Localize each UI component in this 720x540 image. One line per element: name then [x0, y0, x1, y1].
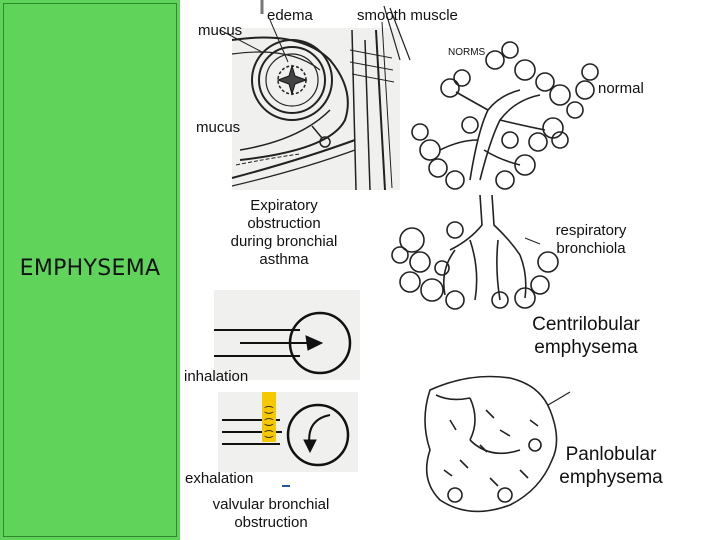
sidebar-panel: EMPHYSEMA — [0, 0, 180, 540]
centrilobular-line-1: Centrilobular — [532, 314, 640, 335]
panlobular-line-1: Panlobular — [565, 444, 657, 465]
sketch-handwriting: NORMS — [448, 47, 486, 58]
caption-line-2: obstruction — [247, 215, 321, 232]
panlobular-sketch — [424, 375, 571, 513]
panlobular-line-2: emphysema — [559, 467, 663, 488]
bronchus-cross-section — [219, 19, 356, 187]
caption-expiratory-obstruction: Expiratory obstruction during bronchial … — [214, 197, 354, 269]
sidebar-title: EMPHYSEMA — [19, 256, 161, 281]
respiratory-line-1: respiratory — [555, 222, 627, 239]
svg-text:()()(): ()()() — [264, 404, 275, 440]
label-mucus-top: mucus — [198, 22, 243, 39]
label-mucus-left: mucus — [196, 119, 241, 136]
label-exhalation: exhalation — [185, 470, 254, 487]
caption-line-1: Expiratory — [250, 197, 318, 214]
label-inhalation: inhalation — [184, 368, 249, 385]
centrilobular-tree — [391, 194, 559, 310]
label-smooth-muscle: smooth muscle — [357, 7, 458, 24]
centrilobular-line-2: emphysema — [534, 337, 638, 358]
valvular-line-2: obstruction — [234, 514, 308, 531]
exhalation-valve: ()()() — [222, 392, 350, 487]
label-respiratory-bronchiola: respiratory bronchiola — [536, 222, 646, 258]
label-normal: normal — [598, 80, 644, 97]
caption-line-3: during bronchial — [230, 233, 338, 250]
label-edema: edema — [267, 7, 313, 24]
valvular-line-1: valvular bronchial — [212, 496, 330, 513]
smooth-muscle-bands — [349, 5, 411, 191]
inhalation-valve — [214, 311, 352, 375]
caption-line-4: asthma — [259, 251, 309, 268]
label-panlobular: Panlobular emphysema — [545, 443, 677, 489]
inhalation-sketch-background — [214, 290, 360, 380]
respiratory-line-2: bronchiola — [556, 240, 626, 257]
normal-alveolar-tree: NORMS — [411, 41, 599, 190]
caption-valvular-obstruction: valvular bronchial obstruction — [198, 496, 344, 532]
label-centrilobular: Centrilobular emphysema — [514, 313, 658, 359]
